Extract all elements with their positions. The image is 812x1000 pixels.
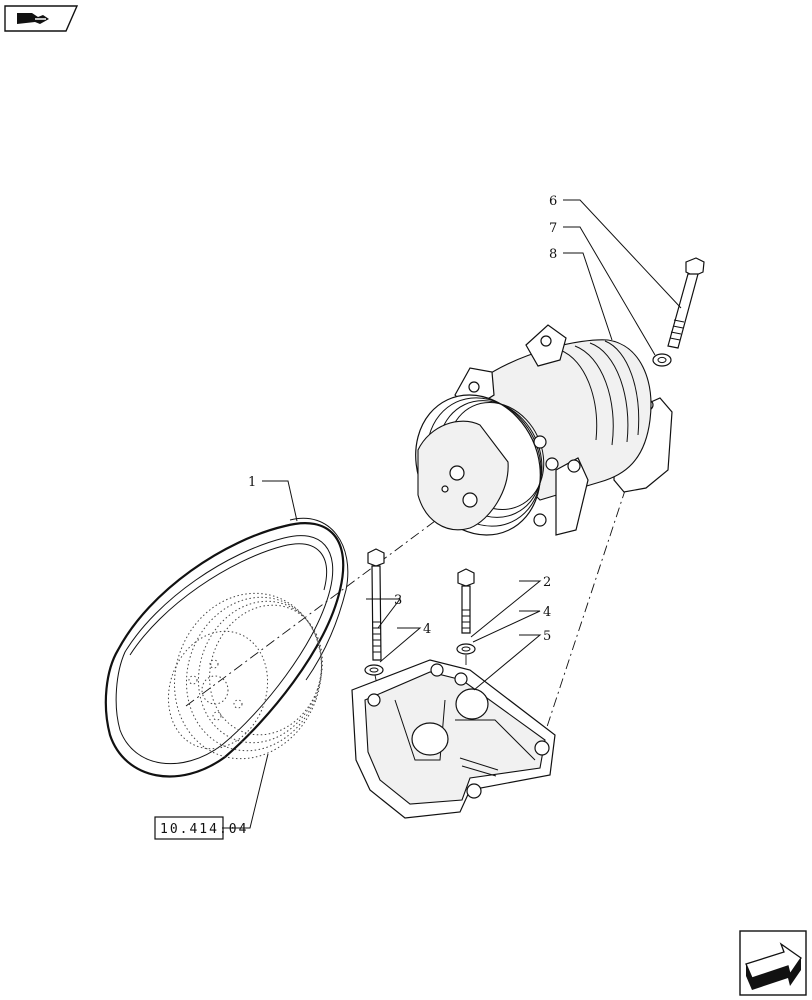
top-left-nav-badge[interactable]: [4, 5, 79, 32]
bracket-bolt-centerline: [540, 444, 641, 746]
drive-belt: [104, 517, 349, 778]
callout-7: 7: [549, 221, 557, 236]
next-page-button[interactable]: [739, 930, 807, 996]
reference-link[interactable]: 10.414.04: [154, 816, 248, 840]
ac-compressor: [415, 324, 673, 536]
callout-6: 6: [549, 194, 557, 209]
bolt-6: [667, 257, 705, 349]
washer-7: [652, 353, 672, 367]
leader-lines: [222, 199, 682, 829]
book-arrow-icon: [17, 13, 49, 24]
callout-4-right: 4: [543, 605, 551, 620]
callout-5: 5: [543, 629, 551, 644]
mounting-bracket-5: [351, 659, 556, 819]
callout-1: 1: [248, 475, 256, 490]
pulley: [167, 592, 323, 760]
bolt-2: [457, 568, 475, 634]
bolt-3: [367, 548, 385, 661]
callout-4-left: 4: [423, 622, 431, 637]
washer-4-left: [364, 664, 384, 676]
next-page-arrow-icon: [745, 942, 802, 990]
washer-4-right: [456, 643, 476, 655]
callout-8: 8: [549, 247, 557, 262]
callout-3: 3: [394, 593, 402, 608]
callout-2: 2: [543, 575, 551, 590]
reference-number: 10.414.04: [160, 822, 248, 837]
